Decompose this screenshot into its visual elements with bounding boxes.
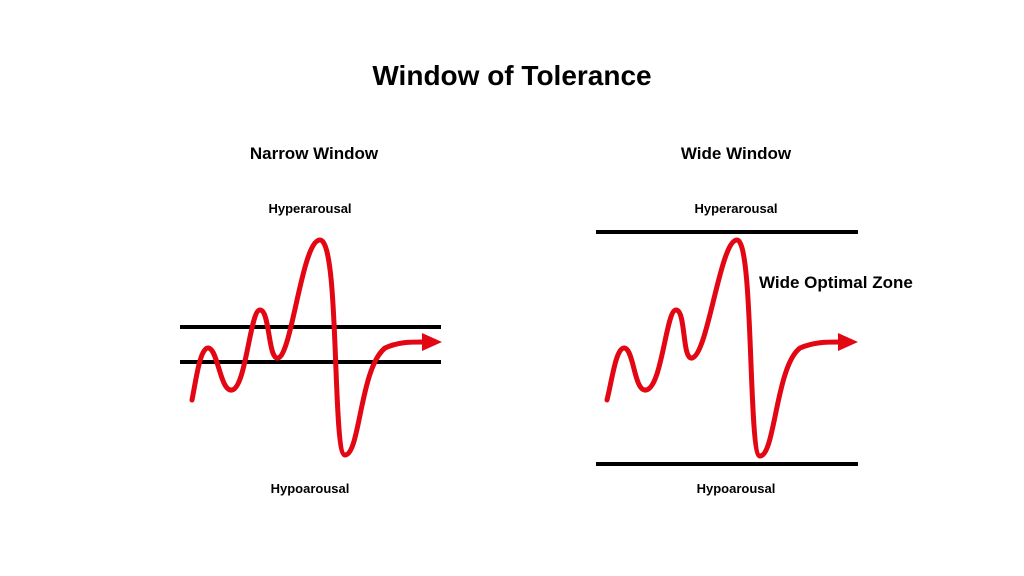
wide-optimal-zone-label: Wide Optimal Zone — [759, 273, 913, 292]
wide-arousal-wave — [604, 237, 843, 459]
wide-window-diagram — [596, 230, 858, 466]
narrow-arousal-wave — [189, 237, 425, 458]
wide-panel-title: Wide Window — [680, 144, 792, 163]
arrow-head-icon — [838, 333, 858, 351]
narrow-panel-title: Narrow Window — [249, 144, 379, 163]
narrow-window-diagram — [180, 237, 442, 458]
narrow-hyperarousal-label: Hyperarousal — [268, 201, 352, 216]
wide-hyperarousal-label: Hyperarousal — [694, 201, 778, 216]
narrow-hypoarousal-label: Hypoarousal — [270, 481, 350, 496]
wide-hypoarousal-label: Hypoarousal — [696, 481, 776, 496]
diagram-title: Window of Tolerance — [372, 60, 652, 91]
arrow-head-icon — [422, 333, 442, 351]
